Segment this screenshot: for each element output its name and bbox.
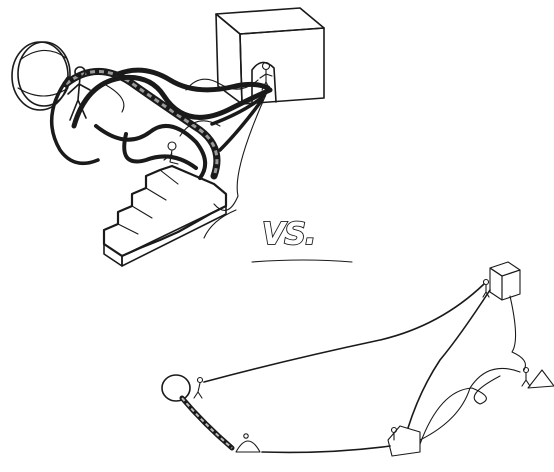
small-tent <box>522 368 554 389</box>
small-brick-wall <box>388 426 420 456</box>
versus-divider: VS. <box>252 217 352 262</box>
brick-staircase <box>104 142 226 266</box>
simple-network-illustration <box>162 262 554 456</box>
versus-label: VS. <box>262 217 315 252</box>
round-wall-left <box>12 42 70 110</box>
twisted-rope <box>182 398 232 448</box>
tangled-cables <box>52 70 270 238</box>
connection-lines <box>204 284 526 452</box>
small-cube <box>483 262 520 300</box>
small-dome <box>236 434 260 452</box>
